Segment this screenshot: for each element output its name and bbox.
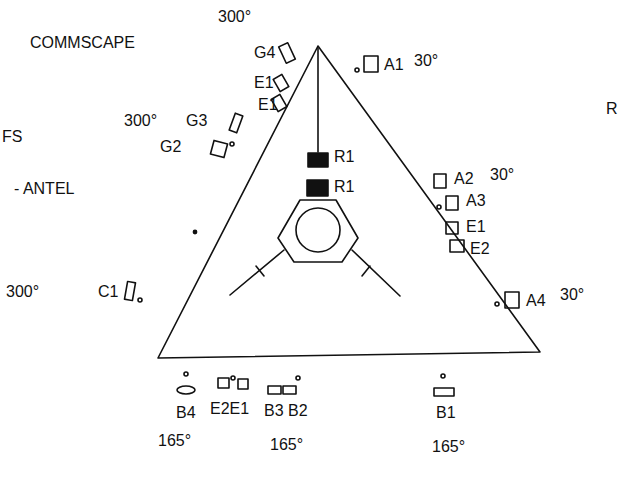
antenna [434, 388, 454, 396]
label-text: 30° [490, 166, 514, 184]
label-text: E1 [254, 74, 274, 92]
dot [184, 372, 188, 376]
antenna [505, 292, 519, 308]
dot [355, 68, 359, 72]
platform [278, 200, 358, 262]
radio-box [307, 180, 328, 196]
label-text: A1 [384, 56, 404, 74]
label-text: G2 [160, 138, 181, 156]
label-text: R1 [334, 148, 354, 166]
antenna [218, 378, 229, 388]
dot [437, 205, 441, 209]
label-text: A2 [454, 170, 474, 188]
antenna [229, 113, 243, 133]
label-text: B4 [176, 404, 196, 422]
label-text: 300° [6, 283, 39, 301]
dot [138, 298, 142, 302]
label-text: R [606, 100, 618, 118]
label-text: C1 [98, 283, 118, 301]
label-text: 165° [270, 436, 303, 454]
tower-outline [158, 46, 540, 358]
dot [296, 376, 300, 380]
antenna [279, 43, 296, 64]
label-text: FS [2, 128, 22, 146]
platform-ring [296, 208, 340, 252]
support-arm [230, 250, 284, 295]
antenna [238, 379, 248, 389]
label-text: 30° [560, 286, 584, 304]
label-text: E1 [466, 218, 486, 236]
label-text: A4 [526, 292, 546, 310]
antenna [177, 386, 195, 394]
label-text: B1 [436, 404, 456, 422]
label-text: 165° [158, 432, 191, 450]
label-text: G3 [186, 112, 207, 130]
label-text: B3 [264, 402, 284, 420]
label-text: E1 [258, 96, 278, 114]
label-text: B2 [288, 402, 308, 420]
label-text: - ANTEL [14, 180, 74, 198]
label-text: A3 [466, 192, 486, 210]
tick [256, 266, 264, 276]
label-text: COMMSCAPE [30, 34, 135, 52]
label-text: 300° [218, 8, 251, 26]
support-arm [352, 250, 400, 296]
dot [441, 374, 445, 378]
antenna [210, 140, 227, 157]
dot [193, 230, 196, 233]
antenna [283, 386, 296, 394]
label-text: E2 [470, 240, 490, 258]
antenna [434, 174, 446, 188]
antenna [446, 222, 458, 234]
antenna [450, 240, 464, 252]
dot [495, 302, 499, 306]
mast-line [317, 48, 319, 152]
antenna [273, 74, 289, 91]
dot [230, 142, 234, 146]
antenna [446, 196, 458, 210]
radio-box [308, 153, 328, 167]
label-text: G4 [254, 44, 275, 62]
label-text: 300° [124, 112, 157, 130]
label-text: E2E1 [210, 400, 249, 418]
antenna [124, 281, 135, 300]
tick [362, 266, 370, 276]
label-text: 30° [414, 52, 438, 70]
antenna [364, 56, 378, 72]
antenna [268, 386, 281, 394]
label-text: 165° [432, 438, 465, 456]
label-text: R1 [334, 178, 354, 196]
dot [231, 376, 235, 380]
